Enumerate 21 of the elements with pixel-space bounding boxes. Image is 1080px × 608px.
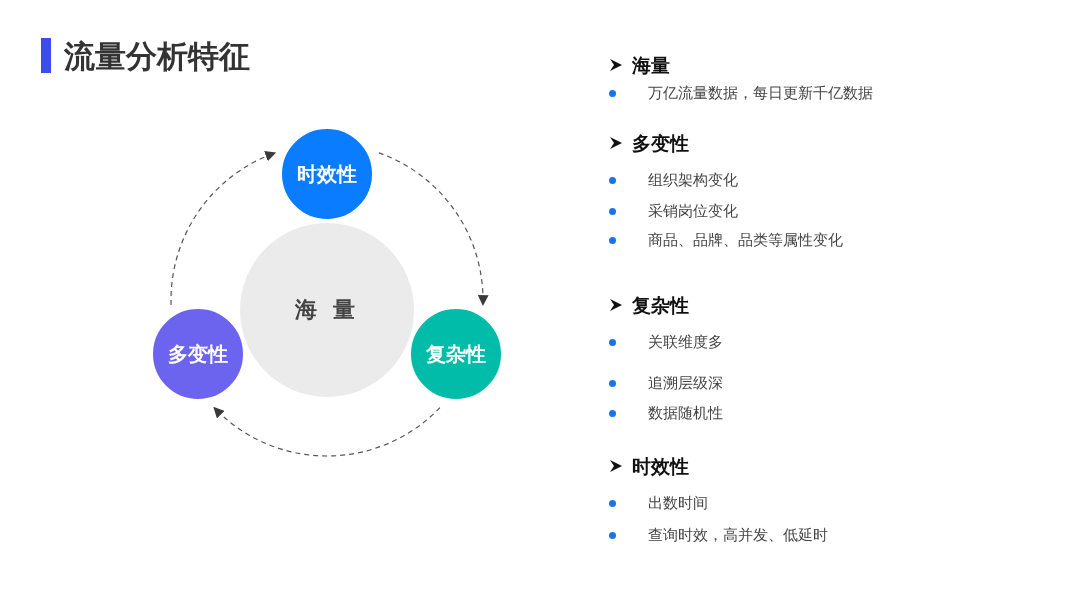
bullet-text: 查询时效，高并发、低延时	[648, 525, 828, 545]
bullet-text: 采销岗位变化	[648, 201, 738, 221]
feature-circle: 复杂性	[408, 306, 504, 402]
bullet-text: 出数时间	[648, 493, 708, 513]
bullet-text: 关联维度多	[648, 332, 723, 352]
bullet-text: 组织架构变化	[648, 170, 738, 190]
feature-circle: 时效性	[279, 126, 375, 222]
section-heading: 时效性	[632, 454, 689, 478]
dashed-arrow	[213, 406, 441, 457]
bullet-text: 万亿流量数据，每日更新千亿数据	[648, 83, 873, 103]
center-circle: 海 量	[240, 223, 414, 397]
dashed-arrow	[378, 152, 488, 306]
section-heading: 复杂性	[632, 293, 689, 317]
section-heading: 多变性	[632, 131, 689, 155]
feature-circle: 多变性	[150, 306, 246, 402]
bullet-text: 商品、品牌、品类等属性变化	[648, 230, 843, 250]
section-heading: 海量	[632, 53, 670, 77]
bullet-text: 数据随机性	[648, 403, 723, 423]
dashed-arrow	[170, 151, 277, 306]
slide-title: 流量分析特征	[64, 37, 250, 76]
bullet-text: 追溯层级深	[648, 373, 723, 393]
